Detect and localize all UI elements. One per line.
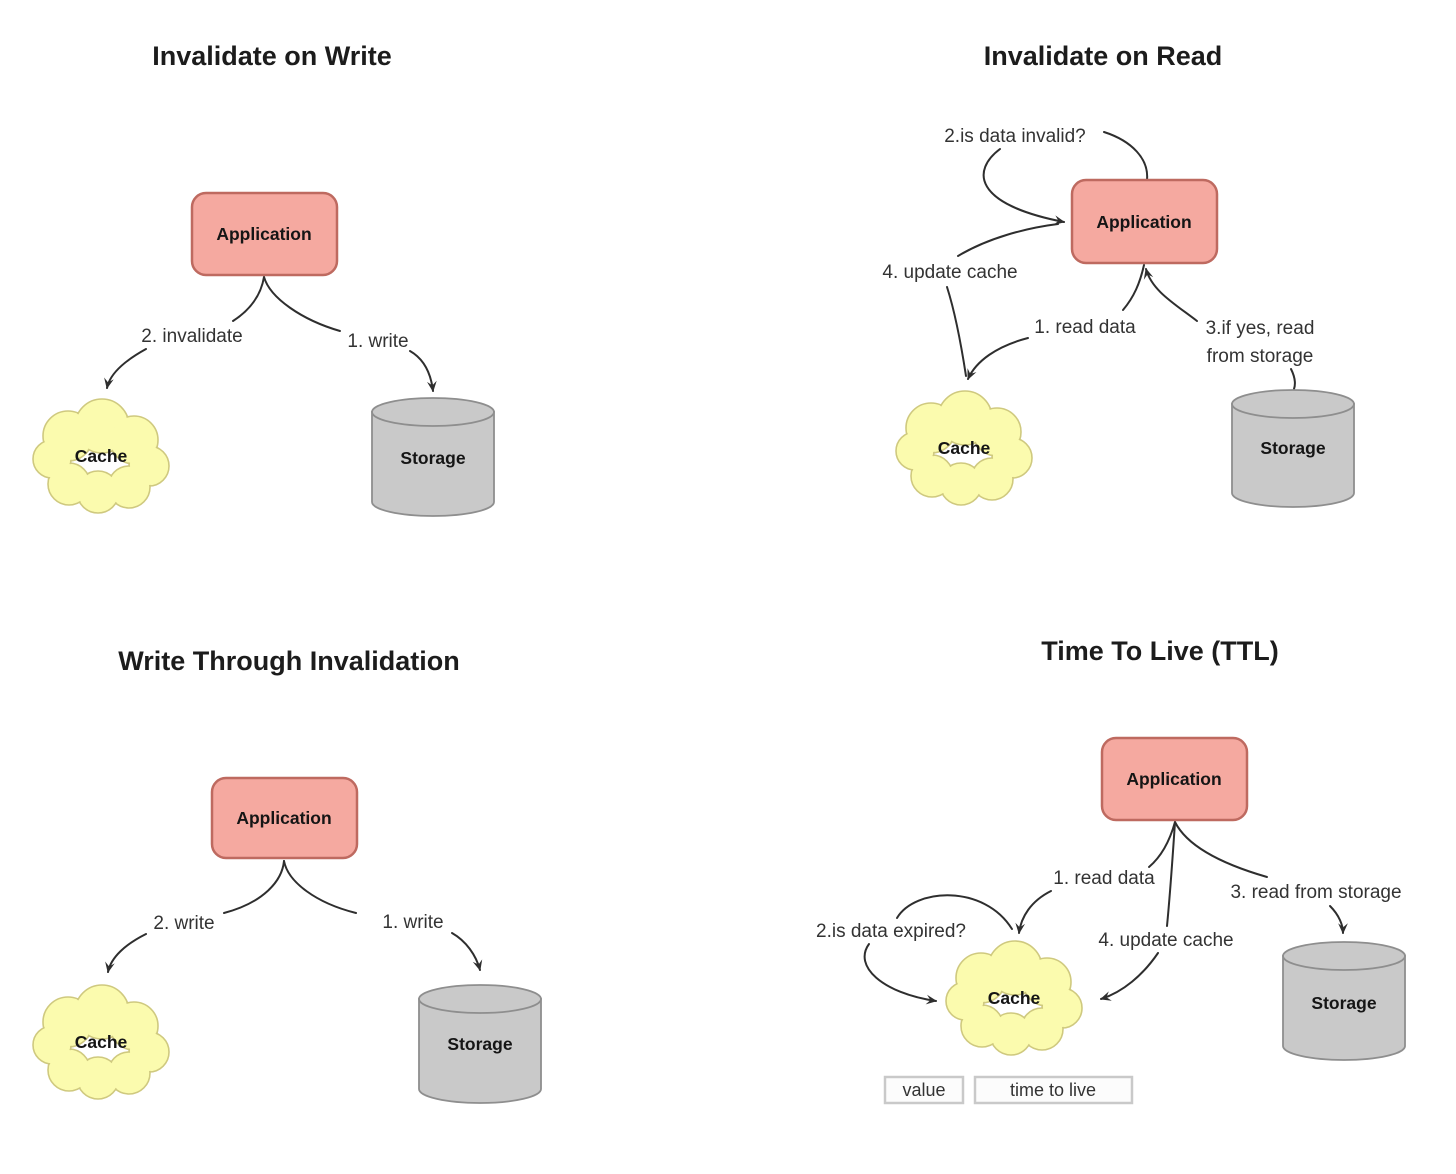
application-box xyxy=(190,191,339,277)
cache-node: Cache xyxy=(32,398,170,514)
cache-label: Cache xyxy=(75,1032,128,1052)
panel-write-through-invalidation: Write Through Invalidation 2. write 1. w… xyxy=(32,646,542,1104)
edge-label-update-cache: 4. update cache xyxy=(882,262,1017,283)
edge-update-cache-seg1 xyxy=(1166,821,1176,927)
storage-cylinder-body xyxy=(371,411,495,517)
storage-node: Storage xyxy=(371,397,495,517)
storage-node: Storage xyxy=(1231,389,1355,508)
edge-update-cache-seg2 xyxy=(946,286,967,377)
edge-write-storage-seg2-arrow xyxy=(451,932,483,972)
edge-read-data-seg2-arrow xyxy=(967,337,1029,380)
edge-label-write: 1. write xyxy=(347,331,408,352)
panel-title: Invalidate on Read xyxy=(984,41,1223,71)
panel-invalidate-on-write: Invalidate on Write 2. invalidate 1. wri… xyxy=(32,41,495,517)
storage-cylinder-top xyxy=(418,984,542,1014)
edge-label-if-yes-line1: 3.if yes, read xyxy=(1206,318,1315,339)
edge-invalidate-seg1 xyxy=(232,276,265,322)
value-box xyxy=(883,1075,965,1105)
application-box xyxy=(1070,178,1219,265)
edge-invalidate-seg2-arrow xyxy=(104,348,147,390)
storage-cylinder-top xyxy=(1282,941,1406,971)
edge-write-seg2-arrow xyxy=(409,350,437,393)
edge-label-write-1: 1. write xyxy=(382,912,443,933)
cache-label: Cache xyxy=(988,988,1041,1008)
edge-read-data-seg2-arrow xyxy=(1015,890,1052,935)
edge-is-invalid-loop-seg1 xyxy=(1103,131,1149,181)
edge-write-cache-seg1 xyxy=(223,860,285,914)
edge-label-update-cache: 4. update cache xyxy=(1098,930,1233,951)
application-node: Application xyxy=(190,191,339,277)
edge-if-yes-seg2 xyxy=(1290,368,1296,390)
application-label: Application xyxy=(216,224,311,244)
storage-cylinder-body xyxy=(1282,955,1406,1061)
panel-invalidate-on-read: Invalidate on Read 2.is data invalid? 4.… xyxy=(882,41,1355,508)
storage-cylinder-top xyxy=(371,397,495,427)
storage-cylinder-top xyxy=(1231,389,1355,419)
time-to-live-box-label: time to live xyxy=(1010,1080,1096,1100)
cache-node: Cache xyxy=(32,984,170,1100)
storage-label: Storage xyxy=(1260,438,1325,458)
cache-label: Cache xyxy=(938,438,991,458)
edge-if-yes-seg1-arrow xyxy=(1143,267,1198,322)
application-node: Application xyxy=(1070,178,1219,265)
application-box xyxy=(210,776,359,860)
edge-label-read-data: 1. read data xyxy=(1034,317,1136,338)
cache-entry-annotation: value time to live xyxy=(883,1075,1134,1105)
edge-write-cache-seg2-arrow xyxy=(105,933,147,974)
edge-is-invalid-loop-seg2-arrow xyxy=(982,148,1066,225)
edge-label-if-yes-line2: from storage xyxy=(1207,346,1314,367)
edge-label-invalidate: 2. invalidate xyxy=(141,326,242,347)
application-label: Application xyxy=(1126,769,1221,789)
edge-write-seg1 xyxy=(263,276,341,332)
cache-label: Cache xyxy=(75,446,128,466)
edge-label-read-from-storage: 3. read from storage xyxy=(1230,882,1401,903)
application-label: Application xyxy=(1096,212,1191,232)
storage-label: Storage xyxy=(447,1034,512,1054)
panel-title: Time To Live (TTL) xyxy=(1041,636,1279,666)
panel-title: Invalidate on Write xyxy=(152,41,392,71)
edge-update-cache-seg2-arrow xyxy=(1099,952,1159,1001)
edge-label-read-data: 1. read data xyxy=(1053,868,1155,889)
time-to-live-box xyxy=(973,1075,1134,1105)
cache-node: Cache xyxy=(945,940,1083,1056)
storage-cylinder-body xyxy=(1231,403,1355,508)
storage-cylinder-body xyxy=(418,998,542,1104)
value-box-label: value xyxy=(902,1080,945,1100)
storage-label: Storage xyxy=(1311,993,1376,1013)
storage-node: Storage xyxy=(1282,941,1406,1061)
edge-is-expired-loop-seg2-arrow xyxy=(863,943,938,1005)
edge-is-expired-loop-seg1 xyxy=(896,894,1013,930)
application-label: Application xyxy=(236,808,331,828)
cache-node: Cache xyxy=(895,390,1033,506)
storage-node: Storage xyxy=(418,984,542,1104)
edge-read-data-seg1 xyxy=(1148,821,1176,868)
panel-time-to-live: Time To Live (TTL) 1. read data 2.is dat… xyxy=(816,636,1406,1105)
panel-title: Write Through Invalidation xyxy=(118,646,460,676)
edge-label-is-data-invalid: 2.is data invalid? xyxy=(944,126,1086,147)
storage-label: Storage xyxy=(400,448,465,468)
edge-read-storage-seg1 xyxy=(1174,821,1268,878)
application-node: Application xyxy=(210,776,359,860)
application-box xyxy=(1100,736,1249,822)
edge-update-cache-seg1 xyxy=(957,223,1059,257)
edge-label-write-2: 2. write xyxy=(153,913,214,934)
edge-label-is-data-expired: 2.is data expired? xyxy=(816,921,966,942)
edge-read-storage-seg2-arrow xyxy=(1329,905,1348,935)
application-node: Application xyxy=(1100,736,1249,822)
edge-read-data-seg1 xyxy=(1122,264,1145,311)
edge-write-storage-seg1 xyxy=(283,860,357,914)
